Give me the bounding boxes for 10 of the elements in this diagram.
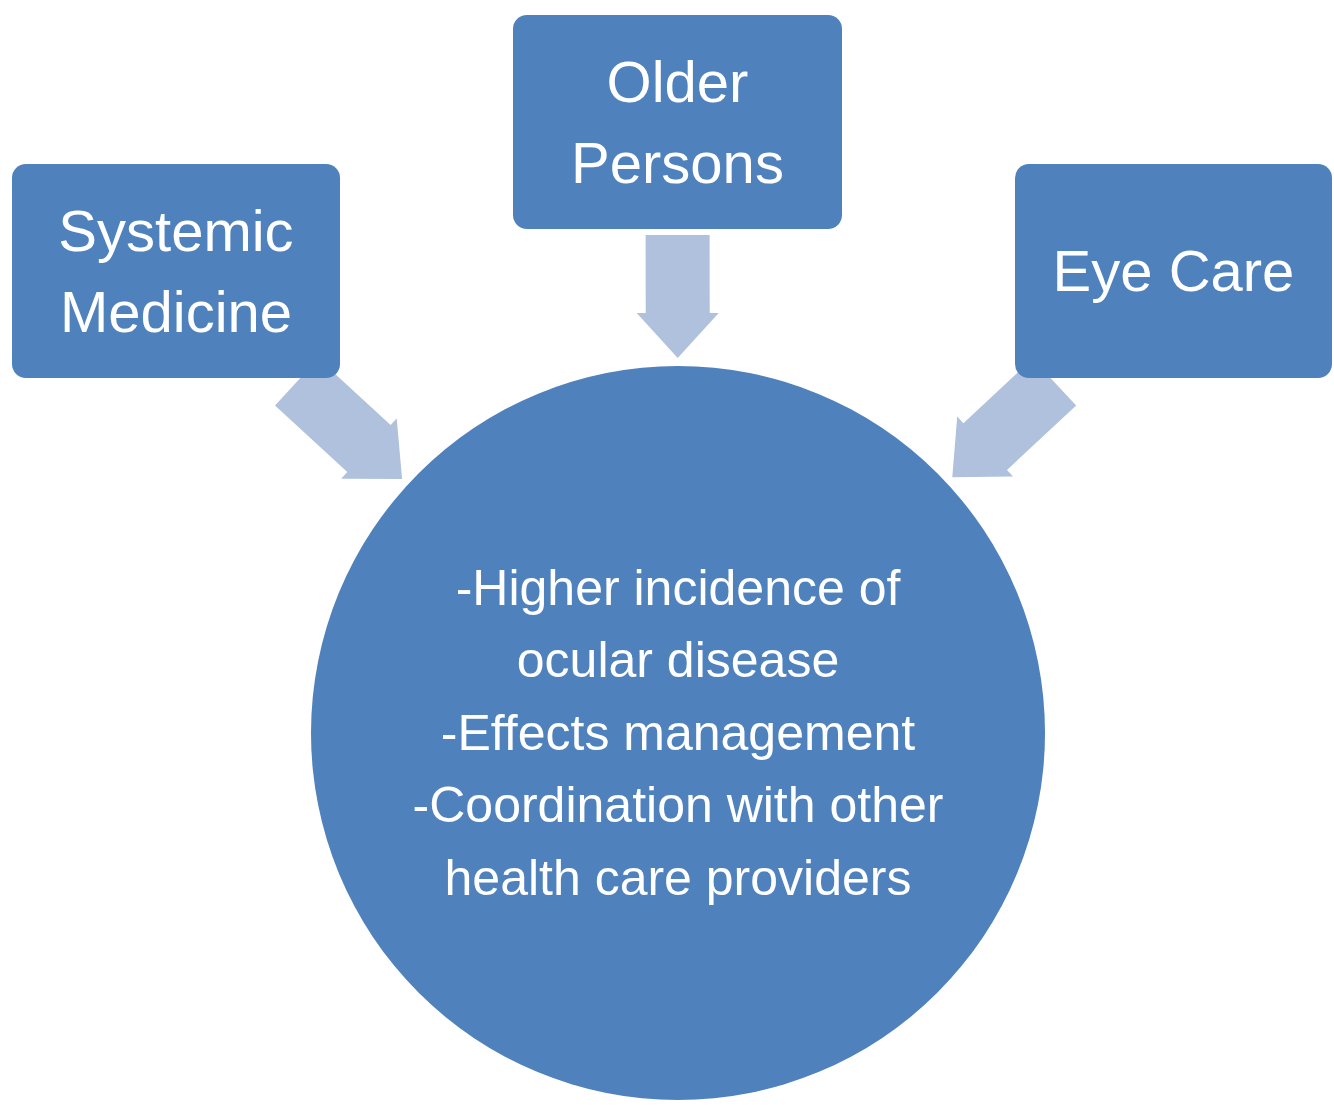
box-label: Older Persons: [570, 47, 785, 197]
topic-box: [1015, 164, 1332, 378]
topic-box: [513, 15, 842, 229]
box-label: Systemic Medicine: [57, 196, 295, 346]
bullet-text: -Effects management: [440, 703, 916, 763]
topic-box: [12, 164, 340, 378]
bullet-text: -Coordination with other health care providers: [411, 776, 945, 908]
block-arrow: [636, 235, 719, 358]
bullet-text: -Higher incidence of ocular disease: [454, 558, 902, 691]
box-label: Eye Care: [1052, 237, 1295, 306]
